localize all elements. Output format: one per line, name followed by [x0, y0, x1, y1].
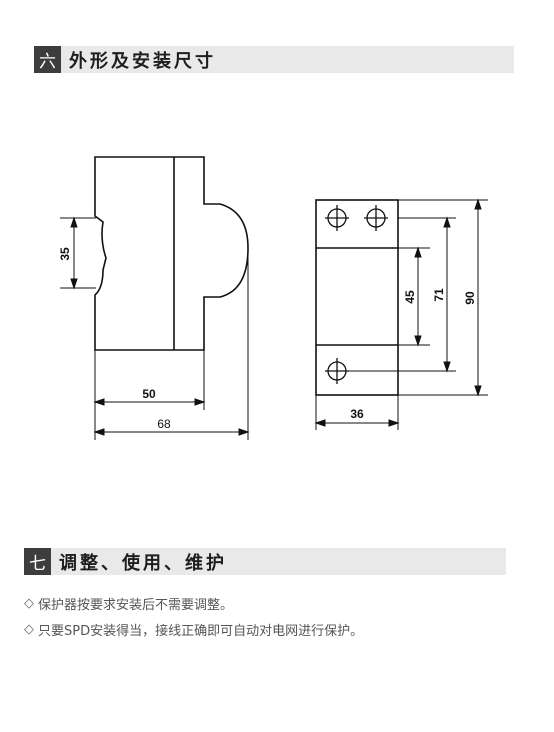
dim-label-50: 50 [142, 387, 156, 401]
note-item: ◇ 保护器按要求安装后不需要调整。 [24, 594, 233, 613]
section-title: 外形及安装尺寸 [69, 50, 216, 72]
front-view-outline [315, 199, 399, 396]
side-view-outline [94, 156, 249, 351]
dim-label-45: 45 [403, 290, 417, 304]
section-title: 调整、使用、维护 [59, 552, 227, 574]
dim-label-35: 35 [58, 247, 72, 261]
dim-label-90: 90 [463, 291, 477, 305]
section-header-7: 七 调整、使用、维护 [24, 548, 506, 575]
section-header-6: 六 外形及安装尺寸 [34, 46, 514, 73]
diamond-bullet-icon: ◇ [24, 596, 34, 611]
section-number: 七 [24, 548, 51, 575]
note-text: 只要SPD安装得当，接线正确即可自动对电网进行保护。 [38, 624, 364, 639]
section-number: 六 [34, 46, 61, 73]
note-text: 保护器按要求安装后不需要调整。 [38, 598, 234, 613]
diamond-bullet-icon: ◇ [24, 622, 34, 637]
note-item: ◇ 只要SPD安装得当，接线正确即可自动对电网进行保护。 [24, 620, 363, 639]
dim-label-36: 36 [350, 407, 364, 421]
dim-label-68: 68 [157, 417, 171, 431]
dim-label-71: 71 [432, 288, 446, 302]
